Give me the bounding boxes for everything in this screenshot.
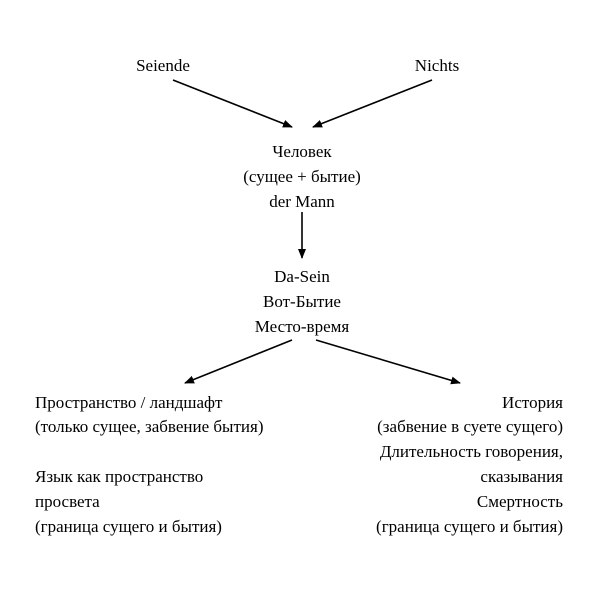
node-seiende: Seiende <box>136 56 190 75</box>
node-human-subtitle: (сущее + бытие) <box>243 167 361 186</box>
left-branch-note: (только сущее, забвение бытия) <box>35 417 264 436</box>
right-branch-speaking: Длительность говорения, <box>379 442 563 461</box>
node-nichts: Nichts <box>414 56 460 75</box>
right-branch-saying: сказывания <box>480 467 563 486</box>
node-human-german: der Mann <box>269 192 335 211</box>
arrow-nichts-to-human <box>312 79 433 128</box>
node-dasein-place-time: Место-время <box>254 317 350 336</box>
left-branch-title: Пространство / ландшафт <box>35 393 223 412</box>
arrow-dasein-to-left-branch <box>184 339 293 384</box>
left-branch-boundary: (граница сущего и бытия) <box>35 517 222 536</box>
right-branch-title: История <box>502 393 563 412</box>
arrow-seiende-to-human <box>172 79 293 128</box>
node-dasein-translation: Вот-Бытие <box>263 292 341 311</box>
left-branch-language: Язык как пространство <box>35 467 204 486</box>
node-dasein-title: Da-Sein <box>274 267 330 286</box>
arrow-dasein-to-right-branch <box>315 339 461 385</box>
node-human-title: Человек <box>272 142 332 161</box>
right-branch-mortality: Смертность <box>476 492 563 511</box>
left-branch-language-cont: просвета <box>35 492 100 511</box>
right-branch-note: (забвение в суете сущего) <box>377 417 563 436</box>
right-branch-boundary: (граница сущего и бытия) <box>376 517 563 536</box>
